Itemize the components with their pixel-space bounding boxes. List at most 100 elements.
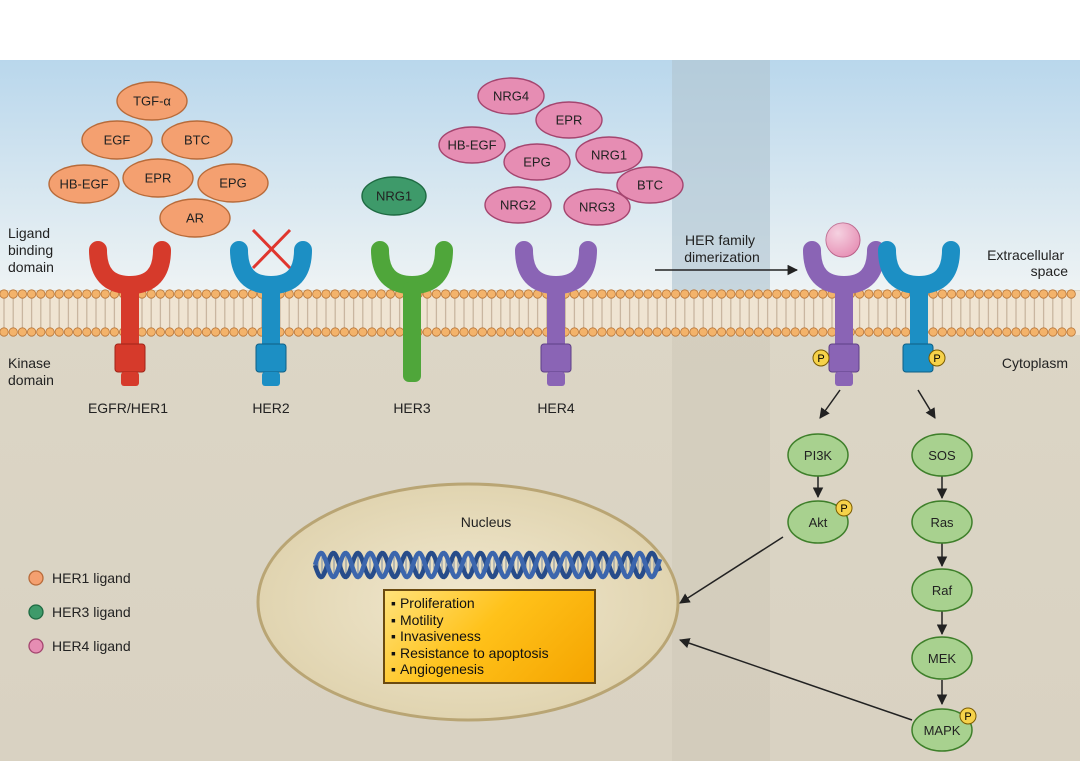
her1-ligand: HB-EGF: [48, 164, 120, 204]
nucleus-label: Nucleus: [461, 514, 512, 530]
legend-item: HER1 ligand: [28, 570, 131, 586]
outcome-item: Resistance to apoptosis: [391, 645, 588, 662]
extracellular-space-label: Extracellular space: [987, 247, 1068, 279]
pathway-node-label: MEK: [928, 651, 957, 666]
her4-ligand: NRG1: [575, 136, 643, 174]
outcome-item: Motility: [391, 612, 588, 629]
cellular-outcomes-box: Proliferation Motility Invasiveness Resi…: [383, 589, 596, 684]
her1-ligand-label: AR: [186, 211, 204, 226]
receptor-egfr: [89, 241, 171, 386]
legend-item: HER4 ligand: [28, 638, 131, 654]
outcome-item: Invasiveness: [391, 628, 588, 645]
her1-ligand: TGF-α: [116, 81, 188, 121]
receptor-label-her4: HER4: [537, 400, 575, 416]
pathway-node-label: SOS: [928, 448, 956, 463]
pathway-node-label: Akt: [809, 515, 828, 530]
her3-ligand: NRG1: [361, 176, 427, 216]
her1-ligand-label: TGF-α: [133, 94, 171, 109]
arrow-to-sos: [917, 389, 936, 419]
dimerization-label: HER family dimerization: [684, 232, 759, 265]
pathway-node-label: Ras: [930, 515, 954, 530]
dna-double-helix: [312, 550, 663, 580]
ligand-binding-line-3: domain: [8, 259, 54, 275]
dimerization-band-top: [672, 60, 770, 290]
receptor-her4: [515, 241, 597, 386]
arrow-to-pi3k: [819, 389, 841, 419]
bound-ligand-highlight: [826, 223, 860, 257]
receptor-her3: [371, 241, 453, 382]
receptor-label-her2: HER2: [252, 400, 290, 416]
her1-ligand-label: EPR: [145, 171, 172, 186]
her4-ligand: EPG: [503, 143, 571, 181]
her1-ligand: BTC: [161, 120, 233, 160]
ligand-binding-line-1: Ligand: [8, 225, 50, 241]
her1-ligand-label: EGF: [104, 133, 131, 148]
phospho-label: P: [933, 353, 940, 365]
her4-ligand-label: NRG1: [591, 148, 627, 163]
her1-ligand-label: BTC: [184, 133, 210, 148]
pathway-node: Raf: [911, 568, 973, 612]
arrow-mapk-nucleus: [679, 638, 913, 721]
her1-ligand-label: HB-EGF: [59, 177, 108, 192]
extracellular-line-1: Extracellular: [987, 247, 1064, 263]
receptor-label-egfr: EGFR/HER1: [88, 400, 168, 416]
her1-ligand-label: EPG: [219, 176, 246, 191]
legend-label: HER4 ligand: [52, 638, 131, 654]
kinase-domain-line-1: Kinase: [8, 355, 51, 371]
her4-ligand-label: BTC: [637, 178, 663, 193]
her1-ligand: EGF: [81, 120, 153, 160]
her4-ligand-label: NRG4: [493, 89, 529, 104]
her3-ligand-group: NRG1: [361, 176, 427, 216]
dimerization-line-1: HER family: [685, 232, 755, 248]
receptor-dimer-her2: [878, 241, 960, 373]
cell-membrane: [0, 289, 1080, 337]
receptor-dimer-her4: [803, 241, 885, 386]
her4-ligand: NRG3: [563, 188, 631, 226]
pathway-node: Ras: [911, 500, 973, 544]
her4-ligand-label: NRG3: [579, 200, 615, 215]
pathway-node-label: PI3K: [804, 448, 833, 463]
her4-ligand: BTC: [616, 166, 684, 204]
cytoplasm-label: Cytoplasm: [1002, 355, 1068, 371]
pathway-node: PI3K: [787, 433, 849, 477]
phospho-label: P: [817, 353, 824, 365]
kinase-domain-line-2: domain: [8, 372, 54, 388]
her4-ligand: NRG2: [484, 186, 552, 224]
receptor-label-her3: HER3: [393, 400, 431, 416]
legend-label: HER1 ligand: [52, 570, 131, 586]
her4-ligand-label: NRG2: [500, 198, 536, 213]
extracellular-line-2: space: [1031, 263, 1069, 279]
pathway-node-label: MAPK: [924, 723, 961, 738]
pathway-node: SOS: [911, 433, 973, 477]
her4-ligand-label: EPR: [556, 113, 583, 128]
phospho-badge: P: [812, 349, 830, 367]
ligand-binding-line-2: binding: [8, 242, 53, 258]
legend-item: HER3 ligand: [28, 604, 131, 620]
her1-ligand: AR: [159, 198, 231, 238]
her4-ligand-label: EPG: [523, 155, 550, 170]
pathway-node-label: Raf: [932, 583, 953, 598]
phospho-label: P: [964, 711, 971, 723]
pathway-node: MEK: [911, 636, 973, 680]
her4-ligand: EPR: [535, 101, 603, 139]
legend-label: HER3 ligand: [52, 604, 131, 620]
phospho-badge: P: [928, 349, 946, 367]
her3-ligand-label: NRG1: [376, 189, 412, 204]
arrow-akt-nucleus: [679, 536, 784, 604]
her1-ligand: EPR: [122, 158, 194, 198]
kinase-domain-label: Kinase domain: [8, 355, 55, 388]
her4-ligand-label: HB-EGF: [447, 138, 496, 153]
ligand-binding-domain-label: Ligand binding domain: [8, 225, 57, 275]
outcome-item: Angiogenesis: [391, 661, 588, 678]
her2-no-ligand-cross-icon: [251, 228, 292, 270]
her1-ligand: EPG: [197, 163, 269, 203]
dimerization-line-2: dimerization: [684, 249, 759, 265]
receptor-her2: [230, 241, 312, 386]
